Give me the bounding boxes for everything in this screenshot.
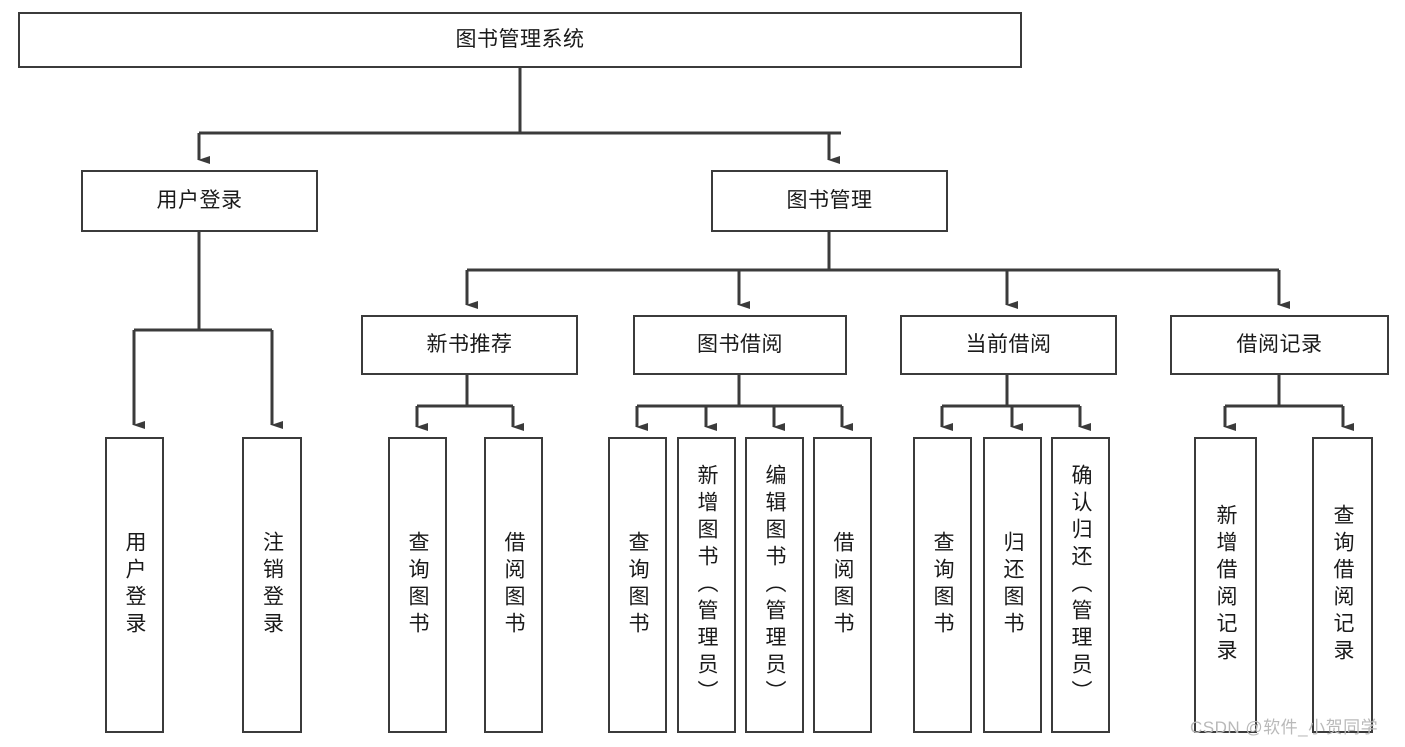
node-book-management-label: 图书管理 bbox=[786, 189, 873, 213]
node-leaf-query-book-1-label: 查询图书 bbox=[406, 531, 429, 639]
node-leaf-return-book[interactable]: 归还图书 bbox=[983, 437, 1042, 733]
node-user-login[interactable]: 用户登录 bbox=[81, 170, 318, 232]
node-book-borrow-label: 图书借阅 bbox=[697, 333, 783, 357]
node-leaf-query-book-2[interactable]: 查询图书 bbox=[608, 437, 667, 733]
node-book-management[interactable]: 图书管理 bbox=[711, 170, 948, 232]
node-current-borrow[interactable]: 当前借阅 bbox=[900, 315, 1117, 375]
node-leaf-return-book-label: 归还图书 bbox=[1001, 531, 1024, 639]
node-root-label: 图书管理系统 bbox=[455, 28, 585, 52]
node-user-login-label: 用户登录 bbox=[156, 189, 243, 213]
node-leaf-borrow-book-2-label: 借阅图书 bbox=[831, 531, 854, 639]
node-leaf-borrow-book-1[interactable]: 借阅图书 bbox=[484, 437, 543, 733]
node-leaf-add-record[interactable]: 新增借阅记录 bbox=[1194, 437, 1257, 733]
node-borrow-record-label: 借阅记录 bbox=[1236, 333, 1323, 357]
node-book-borrow[interactable]: 图书借阅 bbox=[633, 315, 847, 375]
node-leaf-query-record-label: 查询借阅记录 bbox=[1331, 504, 1354, 666]
node-new-book-recommend-label: 新书推荐 bbox=[426, 333, 513, 357]
node-leaf-borrow-book-2[interactable]: 借阅图书 bbox=[813, 437, 872, 733]
node-leaf-user-login[interactable]: 用户登录 bbox=[105, 437, 164, 733]
node-leaf-query-book-3-label: 查询图书 bbox=[931, 531, 954, 639]
node-leaf-confirm-return[interactable]: 确认归还（管理员） bbox=[1051, 437, 1110, 733]
node-leaf-query-book-3[interactable]: 查询图书 bbox=[913, 437, 972, 733]
node-leaf-query-book-1[interactable]: 查询图书 bbox=[388, 437, 447, 733]
node-leaf-edit-book[interactable]: 编辑图书（管理员） bbox=[745, 437, 804, 733]
node-leaf-edit-book-label: 编辑图书（管理员） bbox=[763, 463, 786, 707]
node-leaf-query-record[interactable]: 查询借阅记录 bbox=[1312, 437, 1373, 733]
node-leaf-add-book[interactable]: 新增图书（管理员） bbox=[677, 437, 736, 733]
node-leaf-add-book-label: 新增图书（管理员） bbox=[695, 463, 718, 707]
node-root[interactable]: 图书管理系统 bbox=[18, 12, 1022, 68]
node-leaf-query-book-2-label: 查询图书 bbox=[626, 531, 649, 639]
node-leaf-logout[interactable]: 注销登录 bbox=[242, 437, 302, 733]
node-leaf-confirm-return-label: 确认归还（管理员） bbox=[1069, 463, 1092, 707]
node-leaf-add-record-label: 新增借阅记录 bbox=[1214, 504, 1237, 666]
node-current-borrow-label: 当前借阅 bbox=[965, 333, 1052, 357]
node-borrow-record[interactable]: 借阅记录 bbox=[1170, 315, 1389, 375]
node-leaf-user-login-label: 用户登录 bbox=[123, 531, 146, 639]
node-new-book-recommend[interactable]: 新书推荐 bbox=[361, 315, 578, 375]
node-leaf-logout-label: 注销登录 bbox=[260, 531, 284, 639]
csdn-watermark: CSDN @软件_小贺同学 bbox=[1190, 718, 1379, 737]
node-leaf-borrow-book-1-label: 借阅图书 bbox=[502, 531, 525, 639]
